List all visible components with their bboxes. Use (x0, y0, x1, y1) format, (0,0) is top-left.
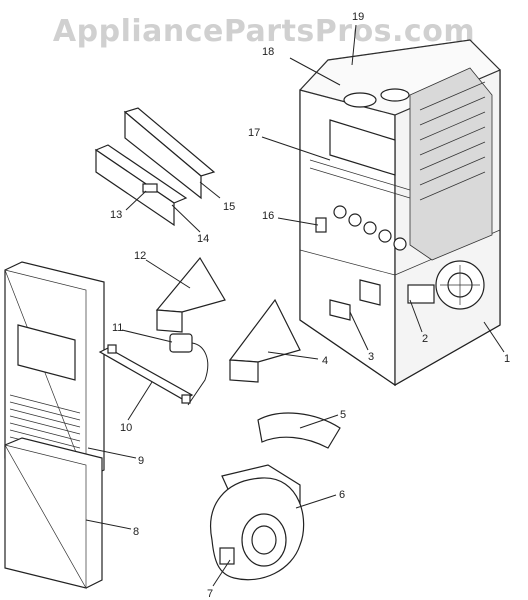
callout-14: 14 (197, 233, 209, 245)
callout-5: 5 (340, 409, 346, 421)
lower-door-panel (4, 437, 103, 590)
callout-8: 8 (133, 526, 139, 538)
watermark-text: AppliancePartsPros.com (52, 14, 476, 49)
furnace-cabinet (299, 39, 501, 387)
rail-10 (98, 344, 194, 404)
pressure-switch (169, 333, 209, 406)
duct-bracket-4 (228, 298, 301, 383)
callout-15: 15 (223, 201, 235, 213)
callout-17: 17 (248, 127, 260, 139)
callout-16: 16 (262, 210, 274, 222)
callout-12: 12 (134, 250, 146, 262)
callout-11: 11 (112, 322, 123, 334)
door-panel (4, 261, 105, 479)
bracket-14 (94, 144, 188, 227)
leader-lines (85, 24, 505, 587)
callout-7: 7 (207, 588, 213, 600)
blower-housing (210, 464, 305, 581)
duct-bracket-12 (155, 256, 226, 333)
callout-10: 10 (120, 422, 132, 434)
callout-labels: 19 18 17 16 15 14 13 12 11 10 9 8 7 6 5 … (110, 11, 510, 600)
callout-19: 19 (352, 11, 364, 23)
callout-3: 3 (368, 351, 374, 363)
callout-18: 18 (262, 46, 274, 58)
callout-4: 4 (322, 355, 328, 367)
callout-1: 1 (504, 353, 510, 365)
callout-9: 9 (138, 455, 144, 467)
bracket-15 (123, 107, 216, 200)
callout-13: 13 (110, 209, 122, 221)
callout-6: 6 (339, 489, 345, 501)
callout-2: 2 (422, 333, 428, 345)
